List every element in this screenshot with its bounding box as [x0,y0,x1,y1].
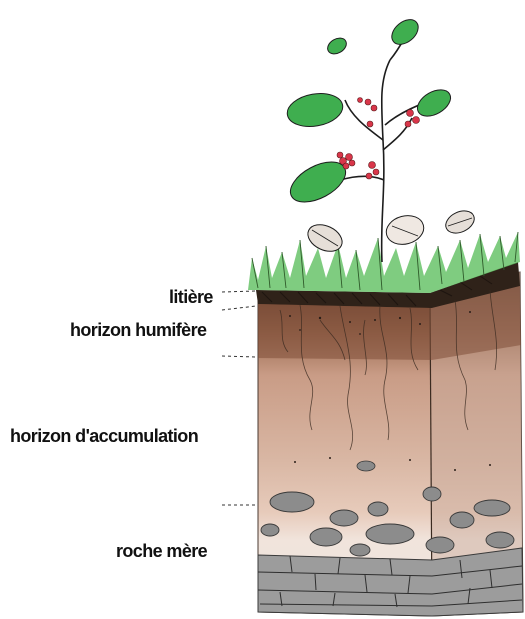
fallen-leaves [304,207,478,257]
label-horizon-humifere: horizon humifère [70,320,206,341]
label-litiere: litière [169,287,213,308]
label-roche-mere: roche mère [116,541,207,562]
label-horizon-accumulation: horizon d'accumulation [10,426,198,447]
leader-lines [222,291,258,505]
small-stone [357,461,375,471]
plant-leaves [284,15,455,211]
